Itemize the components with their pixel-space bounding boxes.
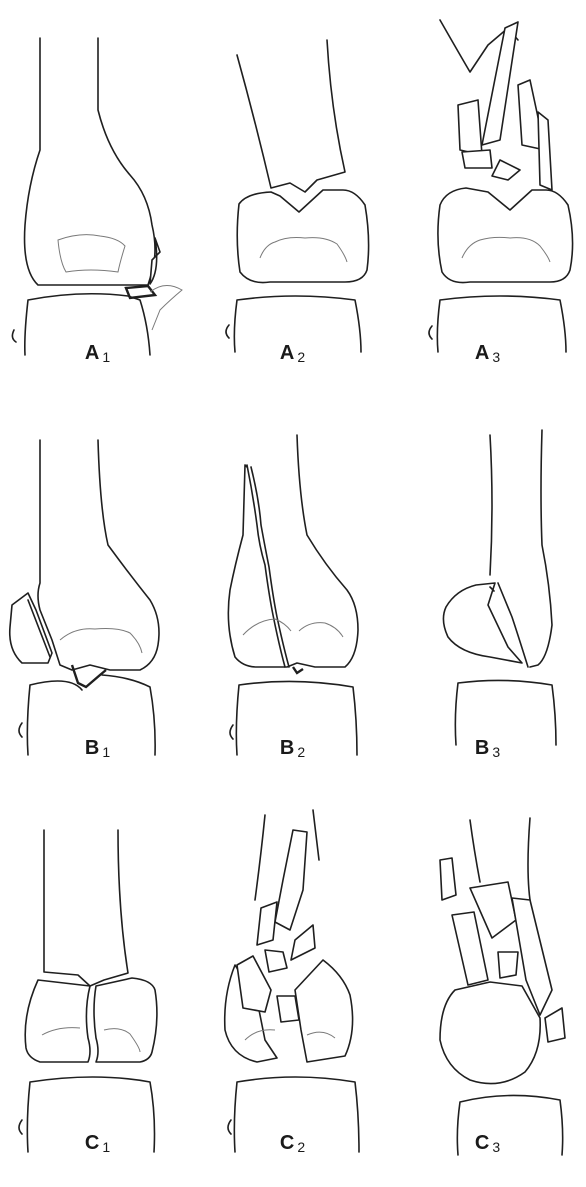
bone-drawing-a1 xyxy=(0,0,195,395)
bone-drawing-b2 xyxy=(195,395,390,790)
bone-drawing-c3 xyxy=(390,790,585,1185)
bone-drawing-c1 xyxy=(0,790,195,1185)
bone-drawing-a2 xyxy=(195,0,390,395)
bone-drawing-c2 xyxy=(195,790,390,1185)
bone-drawing-b1 xyxy=(0,395,195,790)
bone-drawing-a3 xyxy=(390,0,585,395)
bone-drawing-b3 xyxy=(390,395,585,790)
